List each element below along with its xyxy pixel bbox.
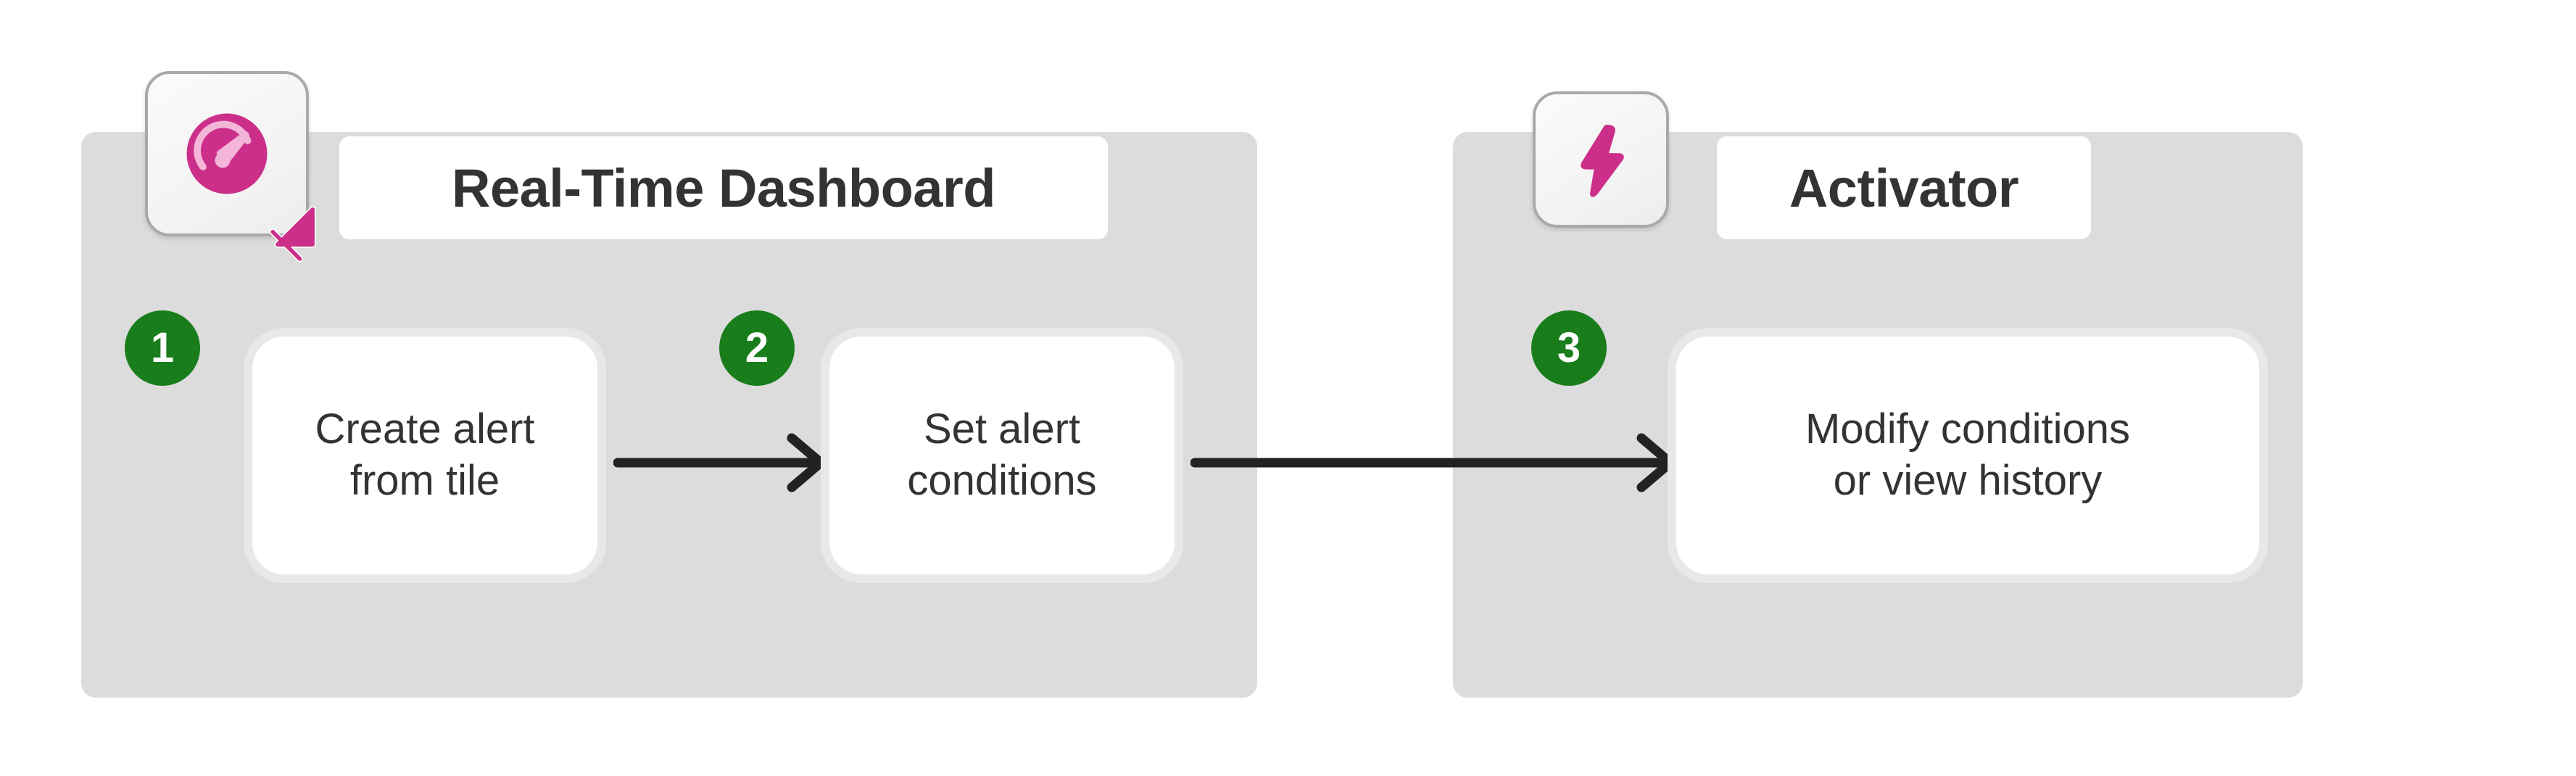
activator-icon-tile[interactable]: [1533, 91, 1669, 228]
step-node-1[interactable]: Create alert from tile: [244, 328, 606, 583]
group-title-dashboard: Real-Time Dashboard: [339, 136, 1108, 239]
step-node-3[interactable]: Modify conditions or view history: [1668, 328, 2268, 583]
lightning-bolt-icon: [1581, 125, 1624, 197]
step-node-1-line1: Create alert: [315, 405, 535, 453]
group-title-activator: Activator: [1717, 136, 2091, 239]
step-node-3-line2: or view history: [1833, 457, 2103, 504]
dashboard-icon-tile[interactable]: [145, 71, 309, 236]
step-node-2-line2: conditions: [907, 457, 1097, 504]
step-badge-3: 3: [1531, 310, 1607, 386]
step-node-2[interactable]: Set alert conditions: [821, 328, 1183, 583]
step-node-2-line1: Set alert: [924, 405, 1080, 453]
step-badge-1: 1: [125, 310, 200, 386]
step-node-1-line2: from tile: [349, 457, 500, 504]
gauge-icon: [186, 113, 268, 194]
step-node-3-line1: Modify conditions: [1805, 405, 2131, 453]
step-badge-2: 2: [719, 310, 795, 386]
